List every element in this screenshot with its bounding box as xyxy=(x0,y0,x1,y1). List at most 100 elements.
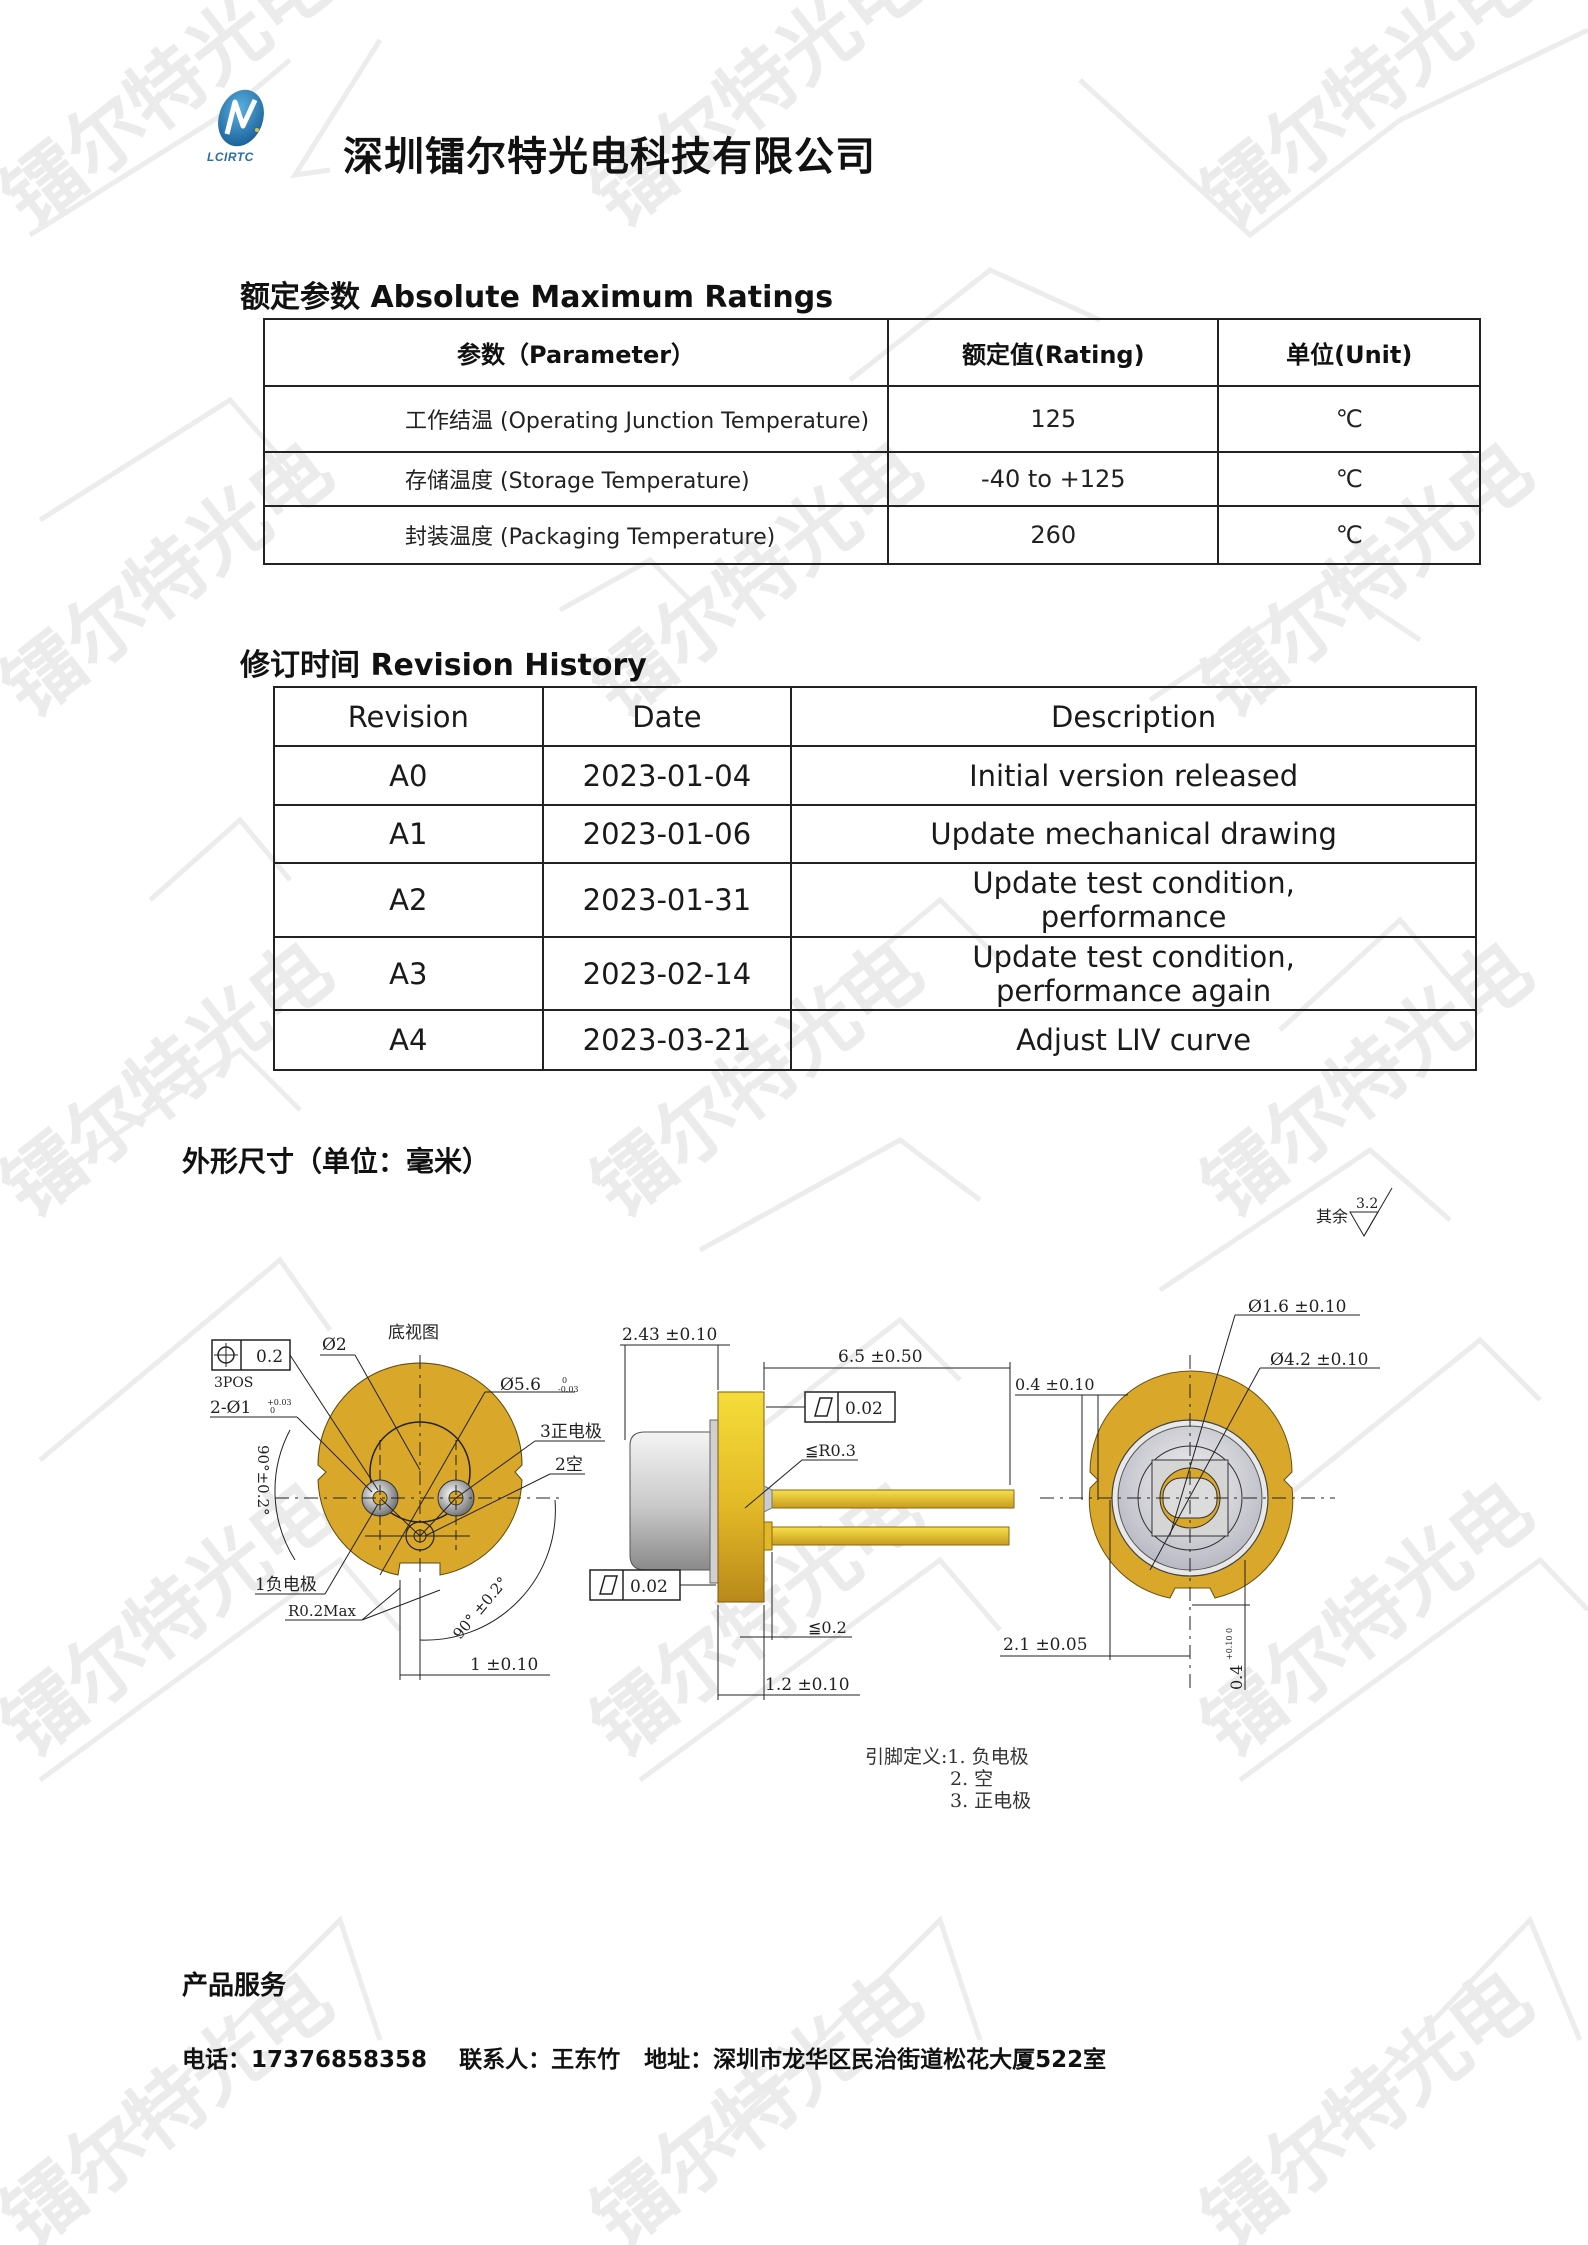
svg-text:0: 0 xyxy=(270,1406,275,1415)
svg-text:镭尔特光电: 镭尔特光电 xyxy=(576,0,939,245)
unit-cell: ℃ xyxy=(1217,505,1481,565)
outer-dia-tolerance: 0 xyxy=(562,1376,567,1385)
svg-text:90° ±0.2°: 90° ±0.2° xyxy=(449,1573,511,1642)
description-cell: Update mechanical drawing xyxy=(790,804,1477,864)
unit-cell: ℃ xyxy=(1217,385,1481,453)
revision-cell: A0 xyxy=(273,745,544,806)
svg-text:3正电极: 3正电极 xyxy=(540,1422,602,1442)
side-view: 2.43 ±0.10 6.5 ±0.50 0.02 ≦R0.3 0.02 ≦0.… xyxy=(589,1325,1015,1700)
revision-heading: 修订时间 Revision History xyxy=(240,648,647,683)
company-logo: LCIRTC xyxy=(205,88,275,168)
table-header-row: 参数（Parameter） 额定值(Rating) 单位(Unit) xyxy=(262,318,1481,387)
svg-text:镭尔特光电: 镭尔特光电 xyxy=(1186,0,1549,245)
svg-text:镭尔特光电: 镭尔特光电 xyxy=(0,0,349,245)
contact-line: 电话：17376858358 联系人：王东竹 地址：深圳市龙华区民治街道松花大厦… xyxy=(182,2040,1106,2074)
table-row: A4 2023-03-21 Adjust LIV curve xyxy=(273,1009,1477,1071)
rating-cell: 125 xyxy=(887,385,1220,453)
address: 深圳市龙华区民治街道松花大厦522室 xyxy=(713,2047,1107,2073)
svg-text:镭尔特光电: 镭尔特光电 xyxy=(576,1954,939,2245)
svg-text:1 ±0.10: 1 ±0.10 xyxy=(470,1655,538,1675)
svg-text:≦R0.3: ≦R0.3 xyxy=(805,1441,856,1460)
svg-text:0.2: 0.2 xyxy=(256,1347,283,1367)
svg-text:镭尔特光电: 镭尔特光电 xyxy=(0,1954,349,2245)
date-cell: 2023-01-31 xyxy=(541,862,793,938)
pin-definition-item: 2. 空 xyxy=(950,1768,994,1790)
phone-label: 电话： xyxy=(182,2047,251,2073)
pin-definition-label: 引脚定义: xyxy=(865,1746,948,1768)
unit-cell: ℃ xyxy=(1217,451,1481,507)
svg-text:Ø2: Ø2 xyxy=(322,1335,347,1355)
date-cell: 2023-03-21 xyxy=(541,1009,793,1071)
svg-text:Ø1.6 ±0.10: Ø1.6 ±0.10 xyxy=(1248,1297,1346,1317)
svg-text:-0.03: -0.03 xyxy=(558,1385,579,1394)
logo-text: LCIRTC xyxy=(207,150,254,164)
svg-text:≦0.2: ≦0.2 xyxy=(808,1618,847,1637)
svg-text:R0.2Max: R0.2Max xyxy=(288,1602,356,1620)
table-header-row: Revision Date Description xyxy=(273,686,1477,747)
front-view: Ø1.6 ±0.10 Ø4.2 ±0.10 0.4 ±0.10 2.1 ±0.0… xyxy=(1000,1187,1393,1690)
ratings-table: 参数（Parameter） 额定值(Rating) 单位(Unit) 工作结温 … xyxy=(262,318,1481,565)
svg-text:90°±0.2°: 90°±0.2° xyxy=(254,1445,272,1516)
address-label: 地址： xyxy=(644,2047,714,2073)
pin-definition-item: 1. 负电极 xyxy=(947,1746,1029,1768)
ratings-heading: 额定参数 Absolute Maximum Ratings xyxy=(240,280,834,315)
table-row: 封装温度 (Packaging Temperature) 260 ℃ xyxy=(262,505,1481,565)
svg-text:底视图: 底视图 xyxy=(388,1323,439,1343)
table-row: 工作结温 (Operating Junction Temperature) 12… xyxy=(262,385,1481,453)
date-cell: 2023-01-04 xyxy=(541,745,793,806)
svg-text:3POS: 3POS xyxy=(214,1375,253,1391)
description-cell: Initial version released xyxy=(790,745,1477,806)
table-row: A1 2023-01-06 Update mechanical drawing xyxy=(273,804,1477,864)
pin-definition-item: 3. 正电极 xyxy=(950,1790,1032,1812)
column-header-unit: 单位(Unit) xyxy=(1217,318,1481,387)
description-cell: Update test condition, performance again xyxy=(790,936,1477,1011)
svg-text:1.2 ±0.10: 1.2 ±0.10 xyxy=(765,1675,850,1695)
svg-text:2.43 ±0.10: 2.43 ±0.10 xyxy=(622,1325,717,1345)
phone-number: 17376858358 xyxy=(251,2047,428,2073)
svg-text:0.02: 0.02 xyxy=(845,1399,883,1419)
parameter-cell: 工作结温 (Operating Junction Temperature) xyxy=(262,385,890,453)
column-header-revision: Revision xyxy=(273,686,544,747)
table-row: A0 2023-01-04 Initial version released xyxy=(273,745,1477,806)
rating-cell: 260 xyxy=(887,505,1220,565)
logo-emblem-icon xyxy=(218,89,264,147)
column-header-description: Description xyxy=(790,686,1477,747)
contact-name: 王东竹 xyxy=(551,2047,621,2073)
description-cell: Update test condition, performance xyxy=(790,862,1477,938)
svg-text:2-Ø1: 2-Ø1 xyxy=(210,1398,251,1418)
mechanical-drawing: 0.2 3POS 底视图 Ø2 Ø5.6 0 -0.03 2-Ø1 +0.03 … xyxy=(210,1187,1393,1700)
rating-cell: -40 to +125 xyxy=(887,451,1220,507)
pin-definition: 引脚定义:1. 负电极 2. 空 3. 正电极 xyxy=(865,1746,1031,1812)
revision-cell: A3 xyxy=(273,936,544,1011)
svg-text:其余: 其余 xyxy=(1316,1207,1348,1226)
svg-text:1负电极: 1负电极 xyxy=(255,1575,317,1595)
svg-text:镭尔特光电: 镭尔特光电 xyxy=(1186,1954,1549,2245)
dimensions-heading: 外形尺寸（单位：毫米） xyxy=(182,1145,491,1178)
bottom-gap-tolerance: +0.10 0 xyxy=(1225,1628,1234,1660)
service-title: 产品服务 xyxy=(182,1971,287,2001)
svg-text:0.02: 0.02 xyxy=(630,1577,668,1597)
svg-text:2空: 2空 xyxy=(555,1455,583,1475)
revision-table: Revision Date Description A0 2023-01-04 … xyxy=(273,686,1477,1071)
revision-cell: A4 xyxy=(273,1009,544,1071)
svg-text:3.2: 3.2 xyxy=(1356,1196,1378,1212)
company-name: 深圳镭尔特光电科技有限公司 xyxy=(343,134,876,180)
description-cell: Adjust LIV curve xyxy=(790,1009,1477,1071)
revision-cell: A1 xyxy=(273,804,544,864)
table-row: A3 2023-02-14 Update test condition, per… xyxy=(273,936,1477,1011)
parameter-cell: 存储温度 (Storage Temperature) xyxy=(262,451,890,507)
parameter-cell: 封装温度 (Packaging Temperature) xyxy=(262,505,890,565)
svg-text:0.4: 0.4 xyxy=(1227,1665,1246,1690)
svg-text:2.1 ±0.05: 2.1 ±0.05 xyxy=(1003,1635,1088,1655)
date-cell: 2023-01-06 xyxy=(541,804,793,864)
revision-cell: A2 xyxy=(273,862,544,938)
table-row: 存储温度 (Storage Temperature) -40 to +125 ℃ xyxy=(262,451,1481,507)
table-row: A2 2023-01-31 Update test condition, per… xyxy=(273,862,1477,938)
contact-label: 联系人： xyxy=(459,2047,552,2073)
svg-text:Ø4.2 ±0.10: Ø4.2 ±0.10 xyxy=(1270,1350,1368,1370)
bottom-view: 0.2 3POS 底视图 Ø2 Ø5.6 0 -0.03 2-Ø1 +0.03 … xyxy=(210,1323,605,1680)
svg-text:6.5 ±0.50: 6.5 ±0.50 xyxy=(838,1347,923,1367)
svg-text:0.4 ±0.10: 0.4 ±0.10 xyxy=(1015,1375,1095,1394)
svg-text:Ø5.6: Ø5.6 xyxy=(500,1375,541,1395)
column-header-date: Date xyxy=(541,686,793,747)
